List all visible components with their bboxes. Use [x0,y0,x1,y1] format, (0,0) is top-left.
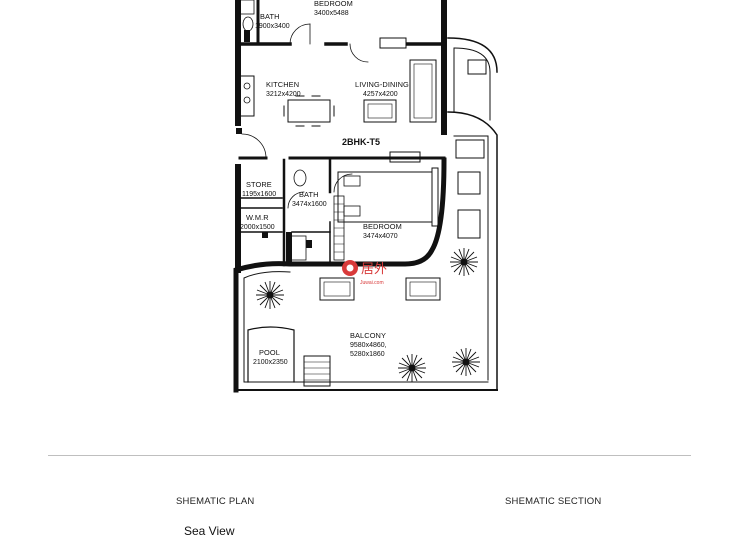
room-name-bath-top: BATH [260,12,280,21]
room-name-wmr: W.M.R [246,213,269,222]
caption-view: Sea View [184,524,235,538]
room-name-kitchen: KITCHEN [266,80,299,89]
room-name-bedroom-top: BEDROOM [314,0,353,8]
section-divider [48,455,691,456]
juwai-watermark: 居外 Juwai.com [342,260,387,286]
room-size-bedroom-top: 3400x5488 [314,10,349,17]
floor-plan: 居外 Juwai.com BEDROOM 3400x5488 BATH 1900… [233,0,498,393]
room-size-kitchen: 3212x4200 [266,91,301,98]
room-size-bath-mid: 3474x1600 [292,201,327,208]
room-size-bedroom: 3474x4070 [363,233,398,240]
room-size-balcony-1: 9580x4860, [350,342,387,349]
room-name-bath-mid: BATH [299,190,319,199]
room-size-wmr: 2000x1500 [240,224,275,231]
room-size-bath-top: 1900x3400 [255,23,290,30]
room-name-living: LIVING-DINING [355,80,409,89]
unit-label: 2BHK-T5 [342,137,380,147]
watermark-sub: Juwai.com [360,280,384,286]
caption-plan: SHEMATIC PLAN [176,496,255,507]
room-name-store: STORE [246,180,272,189]
room-name-balcony: BALCONY [350,331,386,340]
caption-section: SHEMATIC SECTION [505,496,602,507]
room-size-balcony-2: 5280x1860 [350,351,385,358]
room-size-pool: 2100x2350 [253,359,288,366]
watermark-text: 居外 [361,262,387,277]
room-size-store: 1195x1600 [242,191,276,198]
room-name-pool: POOL [259,348,280,357]
room-size-living: 4257x4200 [363,91,398,98]
room-name-bedroom: BEDROOM [363,222,402,231]
